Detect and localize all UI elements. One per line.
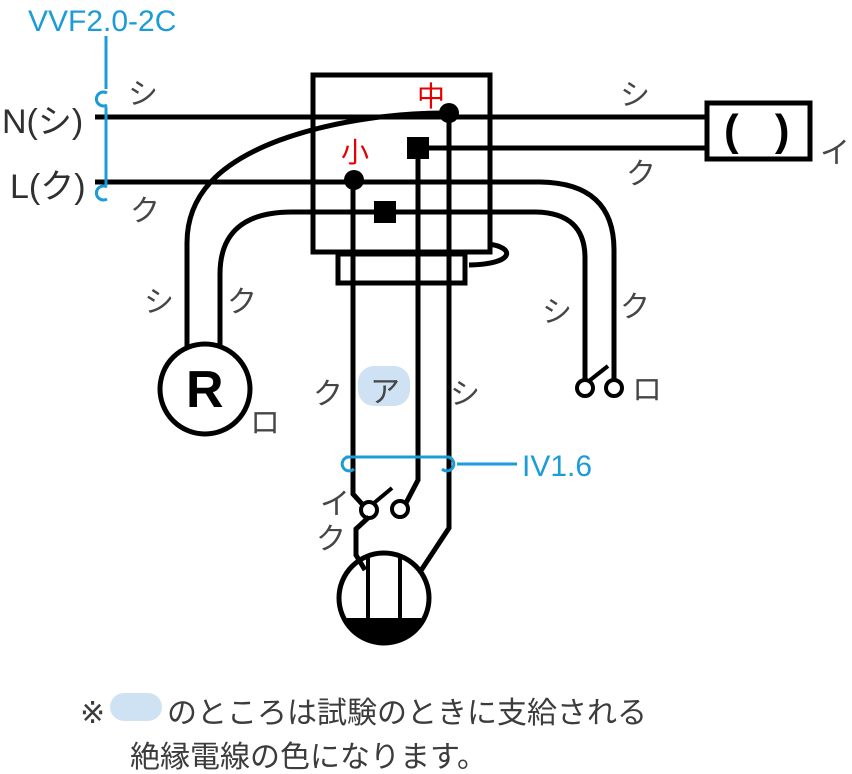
conduit-wire-white-label: シ bbox=[450, 378, 480, 411]
note-highlight-swatch bbox=[110, 693, 162, 721]
connector-square-upper bbox=[407, 137, 429, 159]
source-line-label: L(ク) bbox=[10, 168, 86, 206]
ring-sleeve-small-dot bbox=[344, 170, 364, 190]
lamp-receptacle-id: ロ bbox=[250, 407, 280, 440]
ceiling-fixture-id: イ bbox=[820, 137, 850, 170]
switch-right-wire-white-label: シ bbox=[542, 296, 572, 329]
conduit-wire-supplied-label: ア bbox=[370, 376, 400, 409]
switch-right-terminal-right bbox=[604, 378, 624, 398]
switch-bottom-terminal-right bbox=[390, 499, 410, 519]
note-mark: ※ bbox=[80, 697, 105, 730]
connector-square-lower bbox=[374, 201, 396, 223]
switch-bottom-lever bbox=[372, 486, 394, 505]
wire-supplied-to-switch-bottom bbox=[403, 148, 421, 505]
conduit-connector bbox=[335, 251, 468, 286]
iv-hook-right bbox=[440, 455, 456, 473]
switch-right-terminal-left bbox=[575, 378, 595, 398]
supplied-wire-highlight bbox=[358, 366, 410, 406]
sleeve-small-label: 小 bbox=[341, 137, 369, 168]
note-line1: のところは試験のときに支給される bbox=[167, 697, 647, 730]
switch-bottom-jumper-label: ク bbox=[316, 523, 346, 556]
switch-right-lever bbox=[587, 364, 610, 383]
vvf-hook-top bbox=[94, 90, 108, 108]
switch-bottom-id: イ bbox=[320, 488, 350, 521]
ceiling-fixture-box bbox=[704, 100, 813, 162]
switch-right-id: ロ bbox=[632, 374, 662, 407]
lamp-receptacle-circle bbox=[157, 341, 253, 437]
note-line2: 絶縁電線の色になります。 bbox=[130, 741, 487, 774]
wire-lamp-black-to-switch-right bbox=[217, 209, 588, 380]
outlet-bottom-fill bbox=[344, 618, 424, 643]
cable-label-vvf: VVF2.0-2C bbox=[28, 5, 176, 38]
lamp-wire-white-label: シ bbox=[144, 286, 174, 319]
ceiling-wire-white-label: シ bbox=[620, 79, 650, 112]
outlet-circle bbox=[336, 550, 432, 646]
source-neutral-label: N(シ) bbox=[2, 103, 83, 141]
wire-jumper-switch-to-outlet bbox=[353, 515, 371, 572]
ring-sleeve-medium-dot bbox=[439, 103, 459, 123]
sleeve-medium-label: 中 bbox=[417, 81, 445, 112]
lamp-wire-black-label: ク bbox=[227, 286, 257, 319]
wire-color-label-neutral: シ bbox=[128, 78, 158, 111]
switch-bottom-terminal-left bbox=[359, 500, 379, 520]
wire-color-label-line: ク bbox=[130, 195, 160, 228]
iv-hook-left bbox=[340, 455, 356, 473]
lamp-receptacle-symbol: R bbox=[186, 361, 224, 419]
ceiling-fixture-symbol: ( ) bbox=[724, 106, 802, 155]
junction-box bbox=[310, 72, 493, 255]
vvf-hook-bottom bbox=[94, 184, 108, 202]
slack-wire-loop bbox=[468, 241, 510, 268]
cable-label-iv: IV1.6 bbox=[522, 450, 592, 483]
switch-right-wire-black-label: ク bbox=[620, 291, 650, 324]
wire-line-to-switch-right bbox=[95, 179, 617, 380]
ceiling-wire-black-label: ク bbox=[626, 158, 656, 191]
conduit-wire-black-label: ク bbox=[313, 378, 343, 411]
wire-lamp-white-to-sleeve bbox=[184, 110, 445, 348]
